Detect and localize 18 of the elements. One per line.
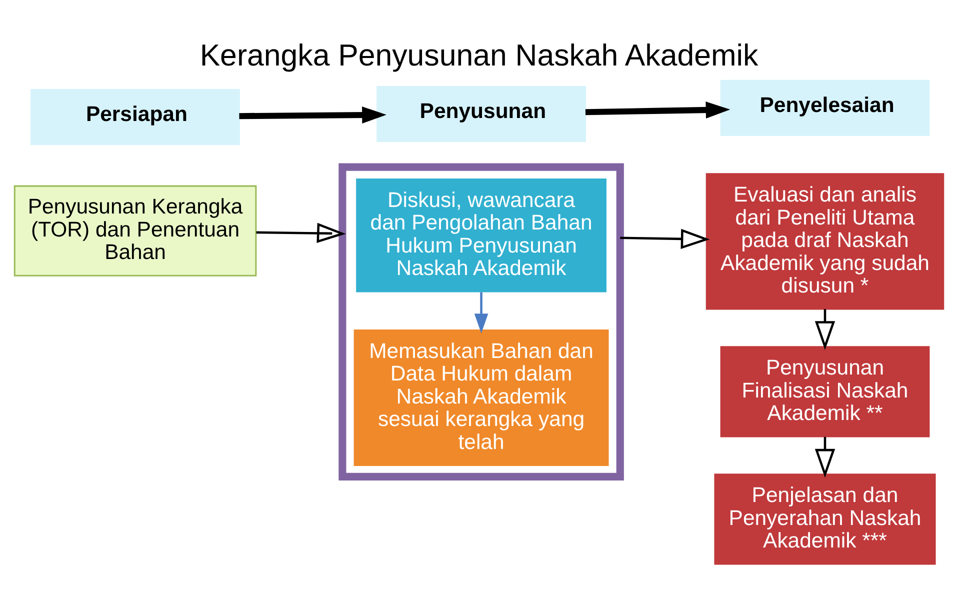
arrow bbox=[620, 228, 710, 250]
node-box: Penjelasan dan Penyerahan Naskah Akademik *** bbox=[714, 474, 936, 565]
diagram-title: Kerangka Penyusunan Naskah Akademik bbox=[200, 39, 758, 72]
arrow bbox=[256, 222, 346, 244]
arrow bbox=[814, 436, 836, 478]
node-box: Evaluasi dan analis dari Peneliti Utama pada draf Naskah Akademik yang sudah disusun * bbox=[706, 173, 944, 310]
arrow bbox=[474, 292, 488, 334]
node-box: Persiapan bbox=[30, 88, 240, 146]
arrow bbox=[239, 106, 386, 124]
arrow bbox=[814, 309, 836, 350]
node-box: Penyusunan bbox=[376, 86, 586, 142]
node-box: Penyusunan Kerangka (TOR) dan Penentuan Bahan bbox=[14, 185, 257, 276]
arrow bbox=[585, 101, 730, 119]
node-box: Penyelesaian bbox=[720, 80, 930, 136]
node-box: Penyusunan Finalisasi Naskah Akademik ** bbox=[720, 346, 930, 438]
cluster bbox=[338, 163, 624, 480]
node-box: Memasukan Bahan dan Data Hukum dalam Naskah Akademik sesuai kerangka yang telah bbox=[354, 329, 609, 466]
node-box: Diskusi, wawancara dan Pengolahan Bahan Hukum Penyusunan Naskah Akademik bbox=[356, 178, 606, 292]
